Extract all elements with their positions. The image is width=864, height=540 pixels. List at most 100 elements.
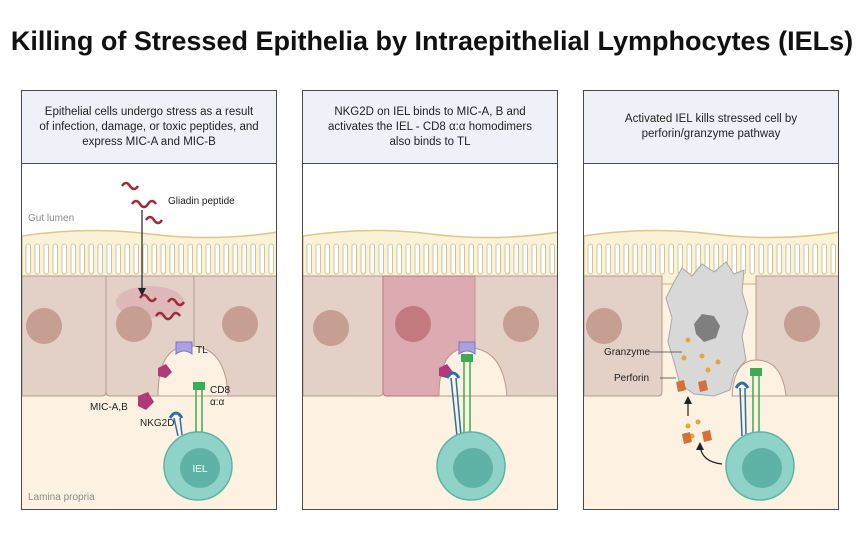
microvillus <box>821 243 827 275</box>
microvillus <box>79 243 85 275</box>
iel-nucleus <box>742 448 782 488</box>
microvillus <box>196 243 202 275</box>
microvillus <box>369 243 375 275</box>
nkg2d-stalk <box>173 417 179 437</box>
microvillus <box>830 243 836 275</box>
nucleus <box>586 308 622 344</box>
nkg2d-stalk <box>455 377 462 437</box>
microvillus <box>187 243 193 275</box>
microvillus <box>387 243 393 275</box>
perforin-pore <box>682 432 692 444</box>
microvillus <box>250 243 256 275</box>
panel-caption: Activated IEL kills stressed cell by per… <box>584 91 838 164</box>
cd8-receptor <box>193 382 205 390</box>
nkg2d-label: NKG2D <box>140 418 174 429</box>
gliadin-label: Gliadin peptide <box>168 196 235 207</box>
nkg2d-stalk <box>179 417 183 436</box>
microvillus <box>52 243 58 275</box>
microvillus <box>342 243 348 275</box>
caption-line: perforin/granzyme pathway <box>641 128 781 140</box>
iel-nucleus <box>453 448 493 488</box>
microvillus <box>423 243 429 275</box>
microvillus <box>115 243 121 275</box>
microvillus <box>441 243 447 275</box>
nucleus <box>784 306 820 342</box>
panel-activation: NKG2D on IEL binds to MIC-A, B and activ… <box>302 90 558 510</box>
microvillus <box>324 243 330 275</box>
microvillus <box>360 243 366 275</box>
microvillus <box>623 243 629 275</box>
microvillus <box>596 243 602 275</box>
microvillus <box>268 243 274 275</box>
microvillus <box>106 243 112 275</box>
nucleus <box>222 306 258 342</box>
nucleus <box>313 310 349 346</box>
panel-killing: Activated IEL kills stressed cell by per… <box>583 90 839 510</box>
microvillus <box>731 243 737 275</box>
caption-line: NKG2D on IEL binds to MIC-A, B and <box>334 105 526 118</box>
arrow-head <box>138 288 146 296</box>
microvillus <box>605 243 611 275</box>
gut-lumen-label: Gut lumen <box>28 213 74 224</box>
microvillus <box>25 243 31 275</box>
granzyme-granule <box>695 419 701 425</box>
panel-stress: Epithelial cells undergo stress as a res… <box>21 90 277 510</box>
caption-line: activates the IEL - CD8 α:α homodimers <box>328 120 532 133</box>
iel-label: IEL <box>192 464 207 475</box>
microvillus <box>632 243 638 275</box>
brush-border-layer <box>303 229 557 285</box>
perforin-label: Perforin <box>614 373 649 384</box>
microvilli <box>306 243 555 275</box>
microvillus <box>614 243 620 275</box>
cd8-receptor <box>750 368 762 376</box>
microvillus <box>151 243 157 275</box>
perforin-pore <box>676 380 686 392</box>
microvilli <box>25 243 274 275</box>
microvillus <box>659 243 665 275</box>
microvillus <box>414 243 420 275</box>
microvillus <box>70 243 76 275</box>
stress-illustration: Gliadin peptide Gut lumen Lamina propria… <box>22 181 276 509</box>
microvillus <box>133 243 139 275</box>
microvillus <box>587 243 593 275</box>
figure-title: Killing of Stressed Epithelia by Intraep… <box>10 26 854 56</box>
microvillus <box>767 243 773 275</box>
microvillus <box>315 243 321 275</box>
arrow-head <box>684 396 692 404</box>
microvillus <box>214 243 220 275</box>
perforin-pore <box>698 380 708 392</box>
microvillus <box>169 243 175 275</box>
microvillus <box>34 243 40 275</box>
microvillus <box>405 243 411 275</box>
activation-illustration <box>303 229 557 509</box>
microvillus <box>641 243 647 275</box>
granzyme-granule <box>685 337 691 343</box>
nucleus <box>116 306 152 342</box>
microvillus <box>396 243 402 275</box>
granzyme-granule <box>705 367 711 373</box>
nucleus <box>26 308 62 344</box>
microvillus <box>333 243 339 275</box>
cd8-alpha-label: α:α <box>210 397 225 408</box>
microvillus <box>686 243 692 275</box>
microvillus <box>160 243 166 275</box>
cd8-label: CD8 <box>210 385 230 396</box>
microvillus <box>61 243 67 275</box>
nkg2d-receptor <box>445 371 461 379</box>
tl-receptor <box>458 341 476 355</box>
microvillus <box>351 243 357 275</box>
granzyme-granule <box>685 423 691 429</box>
stressed-nucleus <box>395 306 431 342</box>
iel-nucleus <box>180 448 220 488</box>
microvillus <box>432 243 438 275</box>
gliadin-peptide <box>154 311 182 321</box>
microvillus <box>259 243 265 275</box>
microvillus <box>776 243 782 275</box>
microvillus <box>205 243 211 275</box>
microvillus <box>531 243 537 275</box>
microvillus <box>223 243 229 275</box>
nkg2d-receptor <box>734 381 750 389</box>
microvillus <box>749 243 755 275</box>
gliadin-peptide <box>144 215 164 225</box>
caption-line: also binds to TL <box>389 135 471 148</box>
